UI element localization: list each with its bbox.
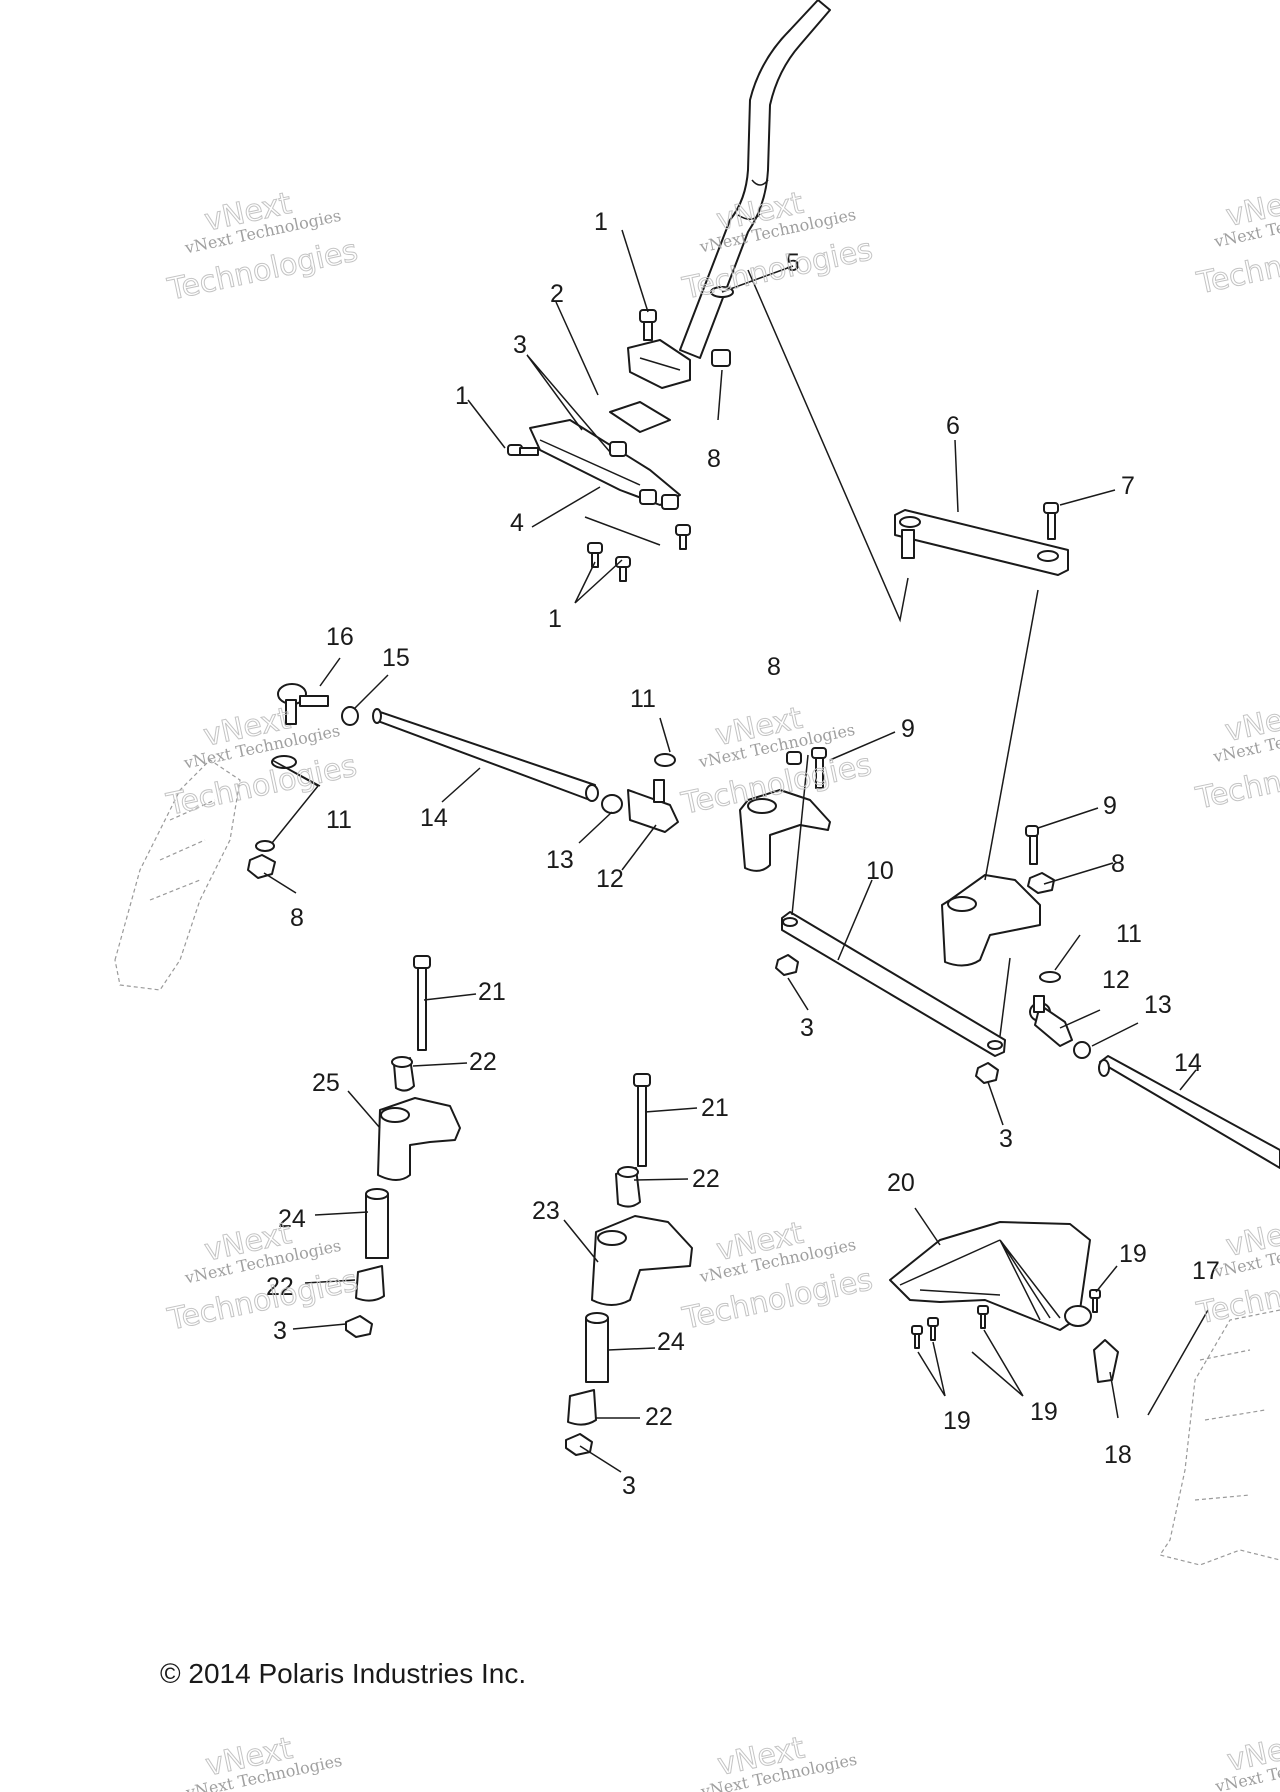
callout-label: 1 <box>594 208 608 236</box>
idler-arm-right <box>941 825 1055 967</box>
callout-label: 20 <box>887 1169 915 1197</box>
column-mount-plate <box>609 339 691 433</box>
tie-rod-right <box>1098 1055 1280 1169</box>
callout-label: 17 <box>1192 1257 1220 1285</box>
callout-label: 25 <box>312 1069 340 1097</box>
callout-label: 16 <box>326 623 354 651</box>
support-assembly-left <box>345 955 461 1338</box>
callout-label: 6 <box>946 412 960 440</box>
callout-label: 3 <box>622 1472 636 1500</box>
callout-label: 8 <box>707 445 721 473</box>
callout-label: 12 <box>596 865 624 893</box>
watermark: vNext Technologies vNext <box>183 1730 343 1792</box>
support-assembly-center <box>565 1073 693 1456</box>
watermark: vNext Technologies vNext Technologies <box>678 185 876 307</box>
watermark: vNext Technologies vNext Technologies <box>1192 696 1280 817</box>
callout-label: 14 <box>1174 1049 1202 1077</box>
tie-rod-end-left <box>277 683 359 726</box>
callout-label: 19 <box>1119 1240 1147 1268</box>
ghost-outline-right <box>1159 1309 1280 1566</box>
steering-bracket <box>529 419 681 506</box>
steering-boot-housing <box>889 1221 1119 1383</box>
watermark: vNext Technologies vNext Technologies <box>164 1216 362 1339</box>
callout-label: 3 <box>999 1125 1013 1153</box>
callout-label: 21 <box>701 1094 729 1122</box>
callout-label: 8 <box>1111 850 1125 878</box>
watermark: vNext Technologies vNext Technologies <box>1193 1211 1280 1332</box>
tie-rod-left <box>372 708 599 802</box>
callout-label: 13 <box>546 846 574 874</box>
callout-label: 21 <box>478 978 506 1006</box>
callout-label: 11 <box>1116 920 1142 948</box>
callout-label: 9 <box>1103 792 1117 820</box>
callout-label: 2 <box>550 280 564 308</box>
callout-label: 22 <box>469 1048 497 1076</box>
tie-rod-end-right <box>1029 971 1091 1059</box>
callout-label: 22 <box>266 1273 294 1301</box>
watermark: vNext Technologies vNext <box>698 1730 858 1792</box>
callout-label: 14 <box>420 804 448 832</box>
callout-label: 8 <box>767 653 781 681</box>
watermark: vNext Technologies vNext Technologies <box>678 1215 876 1337</box>
callout-label: 23 <box>532 1197 560 1225</box>
callout-label: 4 <box>510 509 524 537</box>
callout-label: 3 <box>273 1317 287 1345</box>
callout-label: 13 <box>1144 991 1172 1019</box>
watermark: vNext Technologies vNext Technologies <box>1193 181 1280 302</box>
ghost-outline-left <box>114 759 241 991</box>
watermark: vNext Technologies vNext Technologies <box>163 701 361 824</box>
callout-label: 15 <box>382 644 410 672</box>
boot-screws <box>911 1289 1209 1416</box>
callout-label: 12 <box>1102 966 1130 994</box>
watermark: vNext Technologies vNext Technologies <box>164 186 362 309</box>
drag-link <box>775 911 1006 1084</box>
callout-label: 18 <box>1104 1441 1132 1469</box>
watermark: vNext Technologies vNext <box>1213 1726 1280 1792</box>
callout-label: 19 <box>943 1407 971 1435</box>
callout-label: 11 <box>326 806 352 834</box>
callout-label: 19 <box>1030 1398 1058 1426</box>
callout-label: 8 <box>290 904 304 932</box>
callout-label: 3 <box>800 1014 814 1042</box>
callout-label: 5 <box>786 249 800 277</box>
watermark: vNext Technologies vNext Technologies <box>677 700 875 822</box>
callout-label: 22 <box>692 1165 720 1193</box>
callout-label: 1 <box>548 605 562 633</box>
tie-rod-end-center <box>601 753 679 833</box>
callout-label: 24 <box>657 1328 685 1356</box>
callout-label: 10 <box>866 857 894 885</box>
callout-label: 11 <box>630 685 656 713</box>
leader-lines <box>263 229 1197 1473</box>
callout-label: 9 <box>901 715 915 743</box>
steering-shaft <box>679 0 831 359</box>
pitman-arm <box>894 502 1069 576</box>
callout-label: 22 <box>645 1403 673 1431</box>
callout-label: 7 <box>1121 472 1135 500</box>
callout-labels: 1 2 3 1 4 1 5 8 6 7 16 15 11 8 9 14 11 8… <box>266 208 1220 1500</box>
callout-label: 3 <box>513 331 527 359</box>
idler-arm-left <box>739 747 831 872</box>
copyright-notice: © 2014 Polaris Industries Inc. <box>160 1658 527 1689</box>
callout-label: 24 <box>278 1205 306 1233</box>
callout-label: 1 <box>455 382 469 410</box>
fasteners-left <box>247 755 297 879</box>
